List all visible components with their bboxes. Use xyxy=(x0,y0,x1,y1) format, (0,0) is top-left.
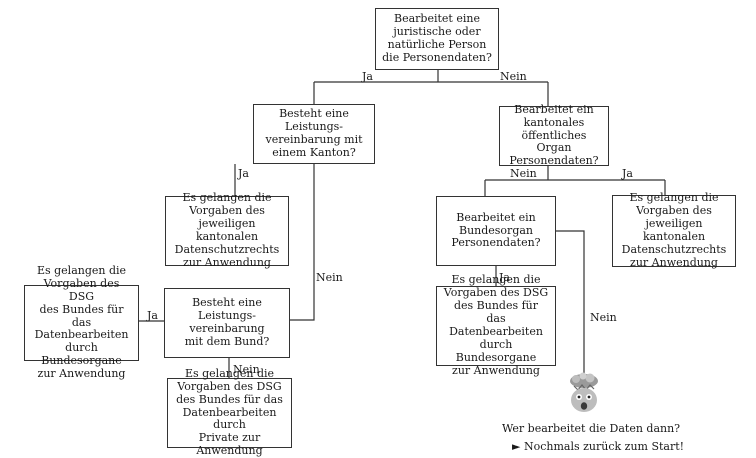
node-dsg-private: Es gelangen die Vorgaben des DSG des Bun… xyxy=(167,367,292,457)
node-start: Bearbeitet eine juristische oder natürli… xyxy=(375,8,499,70)
node-bundesorgan: Bearbeitet ein Bundesorgan Personendaten… xyxy=(436,196,556,266)
node-bund-vertrag: Besteht eine Leistungs- vereinbarung mit… xyxy=(164,288,290,358)
label-bund-vertrag-ja: Ja xyxy=(147,309,158,322)
node-kanton-recht-right: Es gelangen die Vorgaben des jeweiligen … xyxy=(612,191,736,269)
label-bundesorgan-nein: Nein xyxy=(590,311,617,324)
label-start-ja: Ja xyxy=(362,70,373,83)
node-kanton-recht-left: Es gelangen die Vorgaben des jeweiligen … xyxy=(165,191,289,269)
label-bund-vertrag-nein: Nein xyxy=(233,363,260,376)
label-start-nein: Nein xyxy=(500,70,527,83)
exploding-head-icon xyxy=(570,372,598,412)
node-dsg-bundesorgane-left: Es gelangen die Vorgaben des DSG des Bun… xyxy=(24,264,139,380)
node-dsg-bundesorgane-right: Es gelangen die Vorgaben des DSG des Bun… xyxy=(436,273,556,377)
label-kanton-vertrag-ja: Ja xyxy=(238,167,249,180)
restart-link[interactable]: ► Nochmals zurück zum Start! xyxy=(512,440,685,453)
node-kanton-vertrag: Besteht eine Leistungs- vereinbarung mit… xyxy=(253,104,375,164)
label-kanton-organ-ja: Ja xyxy=(622,167,633,180)
node-kanton-organ: Bearbeitet ein kantonales öffentliches O… xyxy=(499,103,609,167)
label-kanton-organ-nein: Nein xyxy=(510,167,537,180)
label-bundesorgan-ja: Ja xyxy=(499,271,510,284)
label-kanton-vertrag-nein: Nein xyxy=(316,271,343,284)
footer-question: Wer bearbeitet die Daten dann? xyxy=(502,422,681,435)
